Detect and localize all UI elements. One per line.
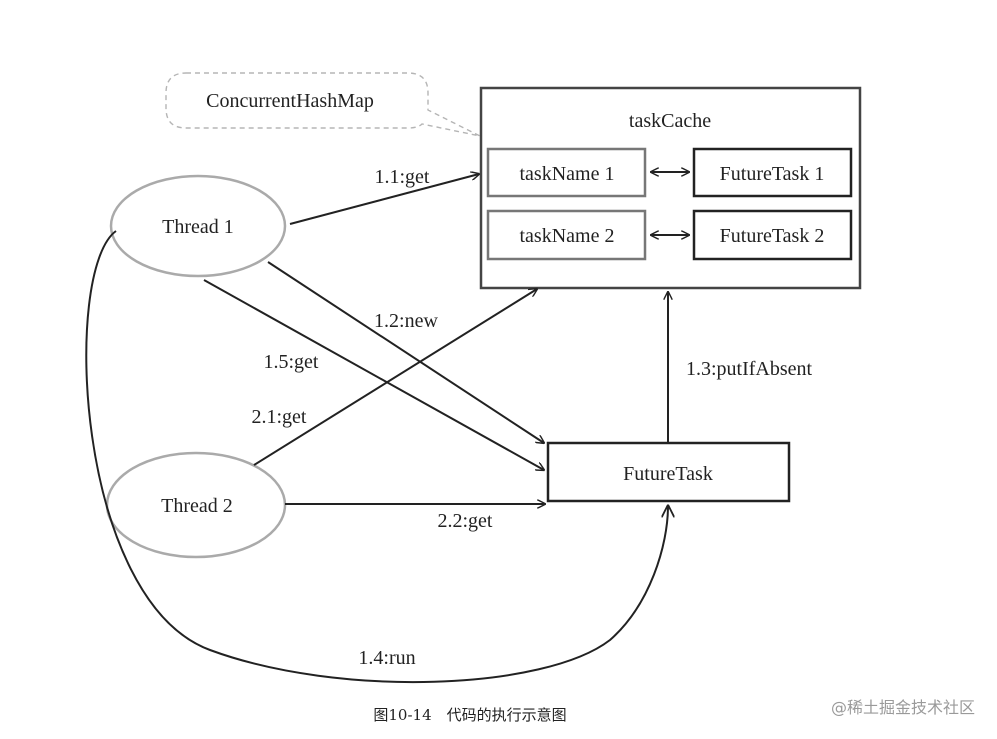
callout-label: ConcurrentHashMap [206,90,374,112]
edge-label-2-2: 2.2:get [438,510,493,532]
task-name-1-box [486,147,647,198]
task-name-1-label: taskName 1 [520,163,615,185]
thread-2-label: Thread 2 [161,495,233,517]
cache-entry-2: taskName 2 FutureTask 2 [486,209,853,261]
task-name-2-box [486,209,647,261]
edge-1-1-get [289,174,479,225]
thread-2-node: Thread 2 [105,451,287,559]
edge-label-1-1: 1.1:get [375,166,430,188]
future-task-label: FutureTask [623,463,713,485]
cache-entry-1: taskName 1 FutureTask 1 [486,147,853,198]
edge-1-4-run [85,230,668,683]
task-cache-box: taskCache taskName 1 FutureTask 1 taskNa… [479,86,862,290]
edge-label-2-1: 2.1:get [252,406,307,428]
task-name-2-label: taskName 2 [520,225,615,247]
future-task-1-label: FutureTask 1 [720,163,825,185]
edge-2-1-get [253,289,537,466]
edge-label-1-2: 1.2:new [374,310,438,332]
future-task-2-box [692,209,853,261]
future-task-node: FutureTask [546,441,791,503]
watermark: @稀土掘金技术社区 [831,698,975,717]
future-task-2-label: FutureTask 2 [720,225,825,247]
thread-1-node: Thread 1 [109,174,287,278]
edge-label-1-4: 1.4:run [358,647,415,669]
concurrenthashmap-callout: ConcurrentHashMap [165,72,481,137]
task-cache-title: taskCache [629,110,711,132]
edge-label-1-3: 1.3:putIfAbsent [686,358,813,380]
figure-caption: 图10-14 代码的执行示意图 [373,706,566,724]
edge-1-5-get [203,279,544,470]
thread-1-label: Thread 1 [162,216,234,238]
edge-label-1-5: 1.5:get [264,351,319,373]
edge-1-2-new [267,261,544,443]
future-task-1-box [692,147,853,198]
